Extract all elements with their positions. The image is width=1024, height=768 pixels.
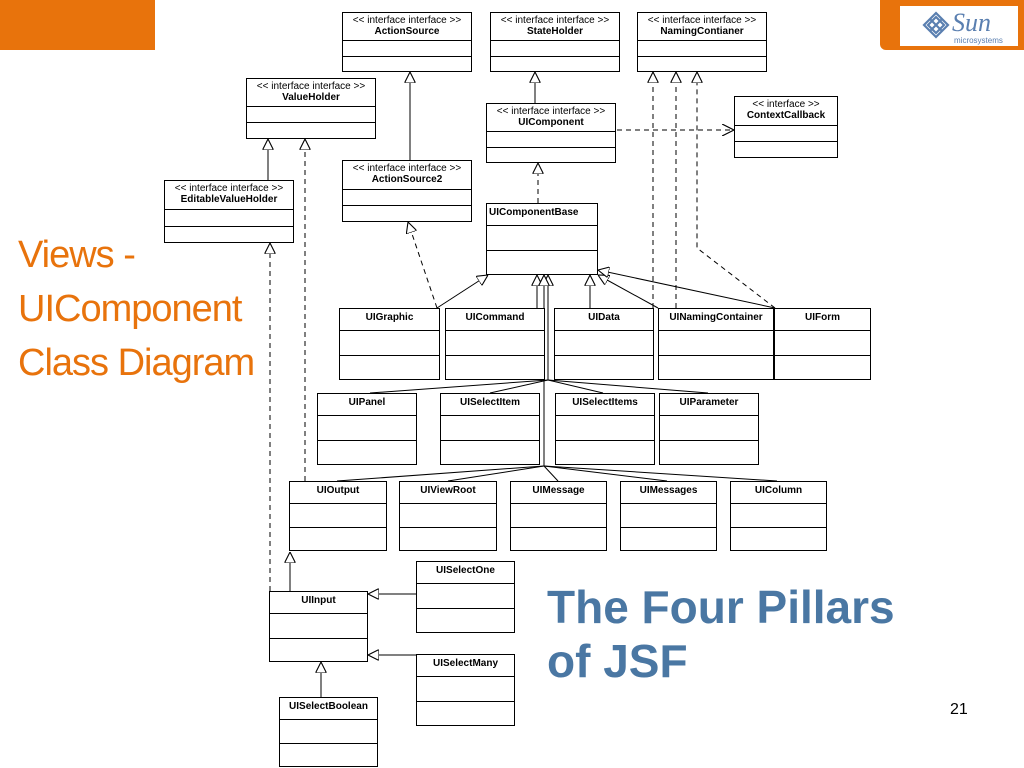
class-name: UIForm [775,309,870,332]
class-name: UIData [555,309,653,332]
class-name: UISelectMany [417,655,514,678]
class-name: UIParameter [660,394,758,417]
stereotype-label: << interface interface >> [647,15,757,26]
edge-row3-fan-messages [543,465,668,482]
class-uiparameter: UIParameter [659,393,759,465]
class-uimessages: UIMessages [620,481,717,551]
interface-name: EditableValueHolder [180,194,278,205]
class-name: UIColumn [731,482,826,504]
stereotype-label: << interface interface >> [352,163,462,174]
edge-row3-fan-viewroot [447,465,545,482]
class-uiviewroot: UIViewRoot [399,481,497,551]
class-name: UIViewRoot [400,482,496,504]
class-name: UIPanel [318,394,416,417]
edge-row3-fan-output [336,465,545,482]
interface-actionsource2: << interface interface >>ActionSource2 [342,160,472,222]
class-name: UISelectItem [441,394,539,417]
interface-name: ActionSource2 [371,174,443,185]
class-name: UICommand [446,309,544,332]
interface-uicomponent: << interface interface >>UIComponent [486,103,616,163]
interface-name: ActionSource [374,26,440,37]
interface-editablevalueholder: << interface interface >>EditableValueHo… [164,180,294,243]
logo-tagline: microsystems [954,36,1003,45]
stereotype-label: << interface >> [752,99,820,110]
class-uiform: UIForm [774,308,871,380]
class-name: UISelectOne [417,562,514,585]
class-uicomponentbase: UIComponentBase [486,203,598,275]
slide-title-line: UIComponent [18,288,242,330]
edge-row3-fan-column [543,465,778,482]
edge-row3-fan-message [543,465,559,482]
slide-subtitle: The Four Pillars of JSF [547,580,977,688]
class-name: UIGraphic [340,309,439,332]
class-name: UIComponentBase [487,204,597,227]
edge-row2-fan-selectitems [547,379,604,394]
interface-contextcallback: << interface >>ContextCallback [734,96,838,158]
interface-namingcontainer: << interface interface >>NamingContianer [637,12,767,72]
class-name: UINamingContainer [659,309,773,332]
slide-title-line: Class Diagram [18,342,255,384]
interface-actionsource: << interface interface >>ActionSource [342,12,472,72]
class-name: UISelectBoolean [280,698,377,720]
interface-stateholder: << interface interface >>StateHolder [490,12,620,72]
edge-uinaming-base [598,275,659,309]
class-name: UIInput [270,592,367,615]
class-name: UIOutput [290,482,386,504]
interface-name: UIComponent [518,117,584,128]
stereotype-label: << interface interface >> [174,183,284,194]
edge-row2-fan-parameter [547,379,709,394]
interface-name: ContextCallback [746,110,826,121]
interface-name: StateHolder [526,26,584,37]
interface-name: NamingContianer [660,26,744,37]
class-uicommand: UICommand [445,308,545,380]
class-name: UISelectItems [556,394,654,417]
slide-title-line: Views - [18,234,136,276]
slide-title: Views - UIComponent Class Diagram [18,228,268,390]
edge-uigraphic-base [436,275,488,309]
interface-valueholder: << interface interface >>ValueHolder [246,78,376,139]
edge-row2-fan-selectitem [489,379,549,394]
class-name: UIMessages [621,482,716,504]
class-uiselectmany: UISelectMany [416,654,515,726]
stereotype-label: << interface interface >> [496,106,606,117]
interface-name: ValueHolder [282,92,340,103]
slide-subtitle-line: of JSF [547,635,688,687]
slide-subtitle-line: The Four Pillars [547,581,895,633]
class-uiselectboolean: UISelectBoolean [279,697,378,767]
class-uiselectitems: UISelectItems [555,393,655,465]
edge-row2-fan-panel [369,379,549,394]
sun-diamond-icon [922,11,950,39]
class-uidata: UIData [554,308,654,380]
class-uinamingcontainer: UINamingContainer [658,308,774,380]
class-uiselectone: UISelectOne [416,561,515,633]
class-uiinput: UIInput [269,591,368,662]
stereotype-label: << interface interface >> [256,81,366,92]
class-name: UIMessage [511,482,606,504]
sun-logo: Sun microsystems [900,6,1018,46]
header-accent-left [0,0,155,50]
page-number: 21 [950,701,968,718]
logo-name: Sun [952,8,991,37]
class-uioutput: UIOutput [289,481,387,551]
class-uipanel: UIPanel [317,393,417,465]
class-uigraphic: UIGraphic [339,308,440,380]
edge-uicommand-actionsource2 [408,222,438,309]
class-uicolumn: UIColumn [730,481,827,551]
class-uimessage: UIMessage [510,481,607,551]
class-uiselectitem: UISelectItem [440,393,540,465]
stereotype-label: << interface interface >> [352,15,462,26]
edge-uiform-base [598,270,776,309]
stereotype-label: << interface interface >> [500,15,610,26]
